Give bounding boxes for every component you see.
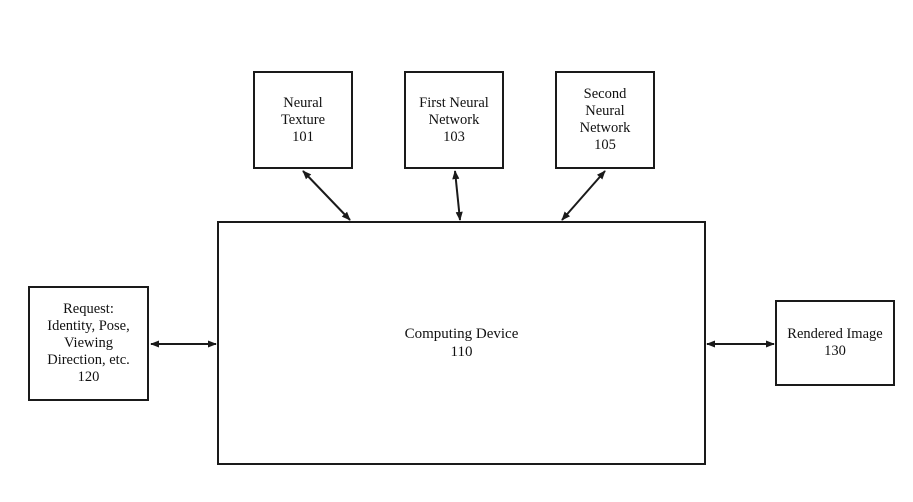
second-neural-network-to-computing-device-arrow [561,170,606,221]
first-neural-network-label-line-1: First Neural [419,94,489,111]
rendered-image-label: Rendered Image [787,326,883,342]
rendered-image-reference-number: 130 [824,343,846,359]
second-neural-network-reference-number: 105 [594,137,616,153]
second-neural-network-box: Second Neural Network 105 [555,71,655,169]
request-reference-number: 120 [77,369,100,385]
request-label-line-1: Request: [63,301,114,317]
second-neural-network-label-line-1: Second [583,86,627,102]
request-label-line-3: Viewing [63,335,114,351]
computing-device-reference-number: 110 [450,344,473,360]
request-label-line-4: Direction, etc. [47,352,130,368]
second-neural-network-label-line-2: Neural [585,103,625,119]
first-neural-network-reference-number: 103 [443,128,465,145]
first-neural-network-label-line-2: Network [428,111,480,128]
first-neural-network-to-computing-device-arrow [452,170,463,221]
computing-device-box: Computing Device 110 [217,221,706,465]
second-neural-network-label-line-3: Network [579,120,631,136]
neural-texture-label-line-2: Texture [280,111,326,128]
neural-texture-reference-number: 101 [292,128,314,145]
computing-device-label: Computing Device [404,326,519,342]
request-box: Request: Identity, Pose, Viewing Directi… [28,286,149,401]
request-label-line-2: Identity, Pose, [47,318,130,334]
neural-texture-box: Neural Texture 101 [253,71,353,169]
neural-texture-to-computing-device-arrow [302,170,351,221]
first-neural-network-box: First Neural Network 103 [404,71,504,169]
neural-texture-label-line-1: Neural [283,94,323,111]
rendered-image-box: Rendered Image 130 [775,300,895,386]
